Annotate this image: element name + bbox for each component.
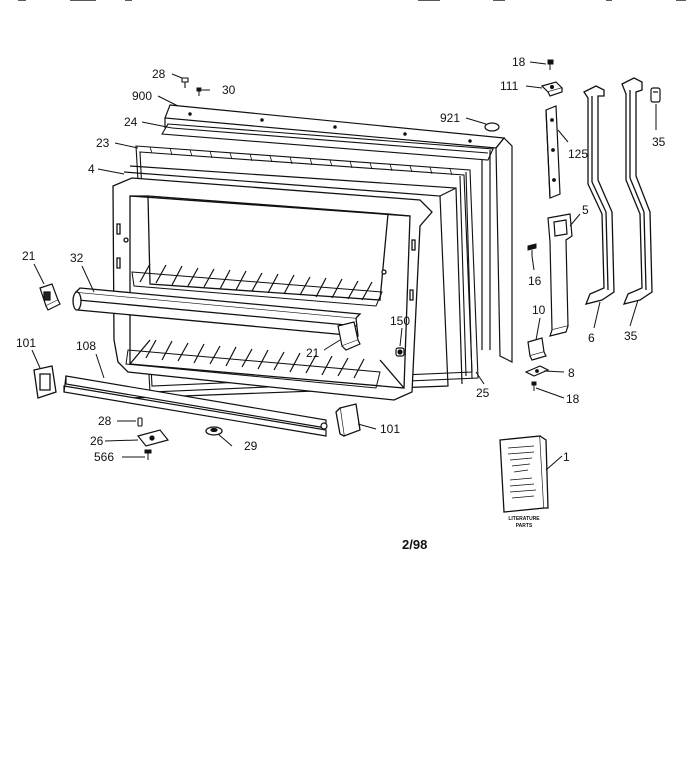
- cover-10: [528, 338, 546, 360]
- shelf-bracket-21-right: [338, 322, 360, 350]
- literature-label-line1: LITERATURE: [508, 516, 540, 522]
- hinge-clip-111: [542, 82, 562, 96]
- callout-150: 150: [390, 314, 410, 328]
- leader-lines: [31, 61, 657, 471]
- hinge-5: [548, 214, 572, 336]
- door-liner-gasket-24: [162, 113, 493, 160]
- callout-24: 24: [124, 115, 138, 129]
- callout-1: 1: [563, 450, 570, 464]
- callout-921: 921: [440, 111, 460, 125]
- shelf-bar-32: [73, 288, 360, 336]
- literature-label-line2: PARTS: [516, 523, 533, 529]
- callout-8: 8: [568, 366, 575, 380]
- shelf-bracket-21-left: [40, 284, 60, 310]
- hinge-bar-125: [546, 106, 560, 198]
- end-cap-101-right: [336, 404, 360, 436]
- cap-35: [651, 88, 660, 102]
- callout-108: 108: [76, 339, 96, 353]
- bracket-8: [526, 366, 548, 376]
- bracket-26: [138, 430, 168, 446]
- callout-21-left: 21: [22, 249, 36, 263]
- screw-566: [145, 450, 151, 460]
- upper-shelf-ribs: [132, 264, 382, 306]
- handle-35: [622, 78, 652, 304]
- door-frame-4: [124, 166, 462, 398]
- bottom-trim-108: [64, 376, 327, 436]
- callout-101-right: 101: [380, 422, 400, 436]
- handle-6: [584, 86, 614, 304]
- callout-28-bottom: 28: [98, 414, 112, 428]
- cap-921: [485, 123, 499, 131]
- callout-5: 5: [582, 203, 589, 217]
- end-cap-101-left: [34, 366, 56, 398]
- callout-32: 32: [70, 251, 84, 265]
- callout-10: 10: [532, 303, 546, 317]
- date-code: 2/98: [402, 537, 427, 552]
- screw-28-top: [182, 78, 188, 88]
- inner-door-liner: [113, 178, 432, 400]
- callout-566: 566: [94, 450, 114, 464]
- washer-29: [206, 427, 222, 435]
- lower-shelf-ribs: [126, 340, 380, 388]
- callout-21-right: 21: [306, 346, 320, 360]
- callout-4: 4: [88, 162, 95, 176]
- callout-18-bottom: 18: [566, 392, 580, 406]
- callout-28-top: 28: [152, 67, 166, 81]
- callout-23: 23: [96, 136, 110, 150]
- screw-28-bottom: [138, 418, 142, 426]
- callout-25: 25: [476, 386, 490, 400]
- callout-18-top: 18: [512, 55, 526, 69]
- callout-26: 26: [90, 434, 104, 448]
- screw-16: [528, 244, 536, 256]
- callout-101-left: 101: [16, 336, 36, 350]
- callout-6: 6: [588, 331, 595, 345]
- screw-18-top: [548, 60, 553, 70]
- part-150: [396, 348, 404, 356]
- screw-18-bottom: [532, 382, 536, 391]
- screw-30: [197, 88, 201, 96]
- callout-125: 125: [568, 147, 588, 161]
- callout-35-handle: 35: [624, 329, 638, 343]
- callout-labels: 28 30 900 24 23 4 921 18 111 125 35 5 16…: [16, 55, 666, 464]
- callout-900: 900: [132, 89, 152, 103]
- callout-35-cap: 35: [652, 135, 666, 149]
- callout-30: 30: [222, 83, 236, 97]
- literature-booklet-1: [500, 436, 548, 512]
- callout-16: 16: [528, 274, 542, 288]
- callout-29: 29: [244, 439, 258, 453]
- callout-111: 111: [500, 79, 519, 93]
